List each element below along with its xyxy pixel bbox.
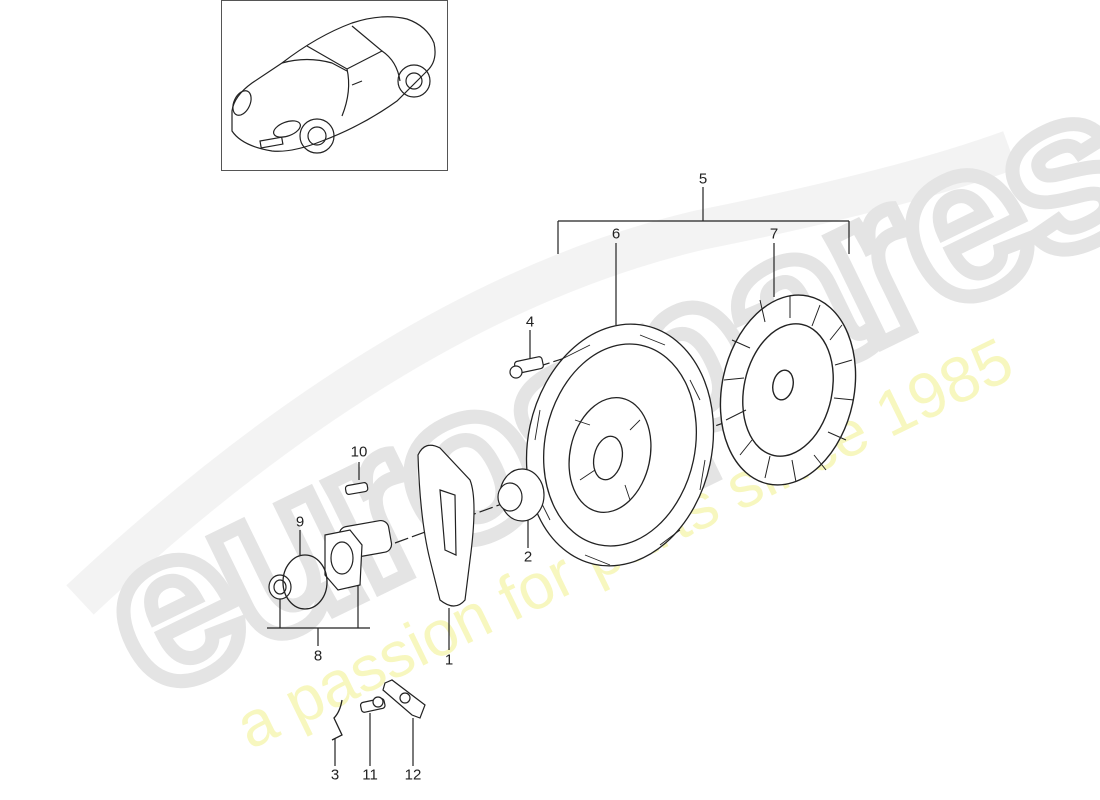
vehicle-thumbnail: [221, 0, 448, 171]
release-bearing-part-2: [497, 468, 545, 522]
car-icon: [231, 16, 436, 154]
o-ring-part-9: [282, 554, 328, 610]
screw-part-10: [344, 482, 369, 495]
callout-12[interactable]: 12: [404, 766, 422, 784]
callout-9[interactable]: 9: [295, 513, 305, 531]
guide-tube-part-8: [268, 519, 393, 600]
ball-stud-part-11: [359, 696, 386, 713]
clip-part-3: [331, 699, 343, 741]
callout-1[interactable]: 1: [444, 651, 454, 669]
callout-7[interactable]: 7: [769, 225, 779, 243]
callout-10[interactable]: 10: [350, 443, 368, 461]
callout-11[interactable]: 11: [362, 766, 378, 784]
pressure-plate-part-6: [525, 323, 715, 567]
release-fork-part-1: [417, 444, 475, 607]
callout-5[interactable]: 5: [698, 170, 708, 188]
callout-3[interactable]: 3: [330, 766, 340, 784]
callout-4[interactable]: 4: [525, 313, 535, 331]
bracket-part-12: [382, 679, 426, 719]
clutch-disc-part-7: [719, 294, 857, 486]
callout-8[interactable]: 8: [313, 647, 323, 665]
bolt-part-4: [509, 356, 544, 379]
callout-6[interactable]: 6: [611, 225, 621, 243]
callout-2[interactable]: 2: [523, 548, 533, 566]
